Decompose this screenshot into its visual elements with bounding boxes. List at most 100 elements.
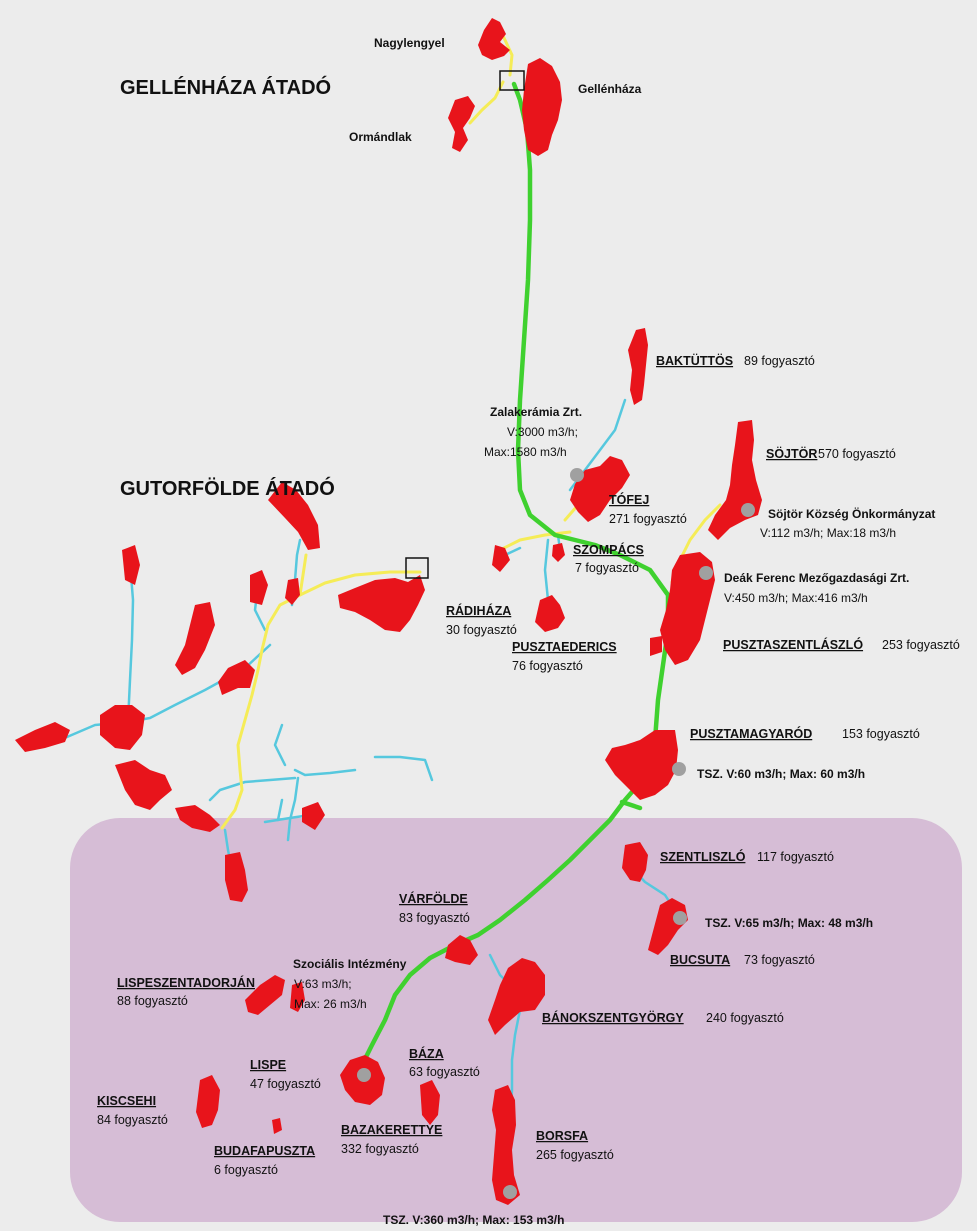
pipe-pusztaederics <box>543 538 550 602</box>
sojtor-count: 570 fogyasztó <box>818 447 896 461</box>
area-nagylengyel <box>478 18 510 60</box>
area-gutorfolde-d <box>175 602 215 675</box>
banokszentgyorgy-count: 240 fogyasztó <box>706 1011 784 1025</box>
area-gutorfolde-e <box>218 660 255 695</box>
area-gutorfolde-c <box>285 578 300 605</box>
bucsuta-name: BUCSUTA <box>670 953 730 967</box>
pipe-gutorfolde-north-branch <box>298 553 308 597</box>
borsfa-name: BORSFA <box>536 1129 588 1143</box>
area-radihaza <box>338 575 425 632</box>
pipe-baza <box>373 755 434 782</box>
feeder-pipelines <box>220 28 722 830</box>
area-szompacs <box>552 543 565 562</box>
szentliszlo-name: SZENTLISZLÓ <box>660 849 746 864</box>
baza-count: 63 fogyasztó <box>409 1065 480 1079</box>
nagylengyel-label: Nagylengyel <box>374 36 445 50</box>
consumer-points <box>357 468 755 1199</box>
gellenhaza-label: Gellénháza <box>578 82 642 96</box>
kiscsehi-count: 84 fogyasztó <box>97 1113 168 1127</box>
lispeszentadorjan-name: LISPESZENTADORJÁN <box>117 975 255 990</box>
sojtor-onkormanyzat-name: Söjtör Község Önkormányzat <box>768 506 935 521</box>
area-gutorfolde-h <box>115 760 172 810</box>
baza-name: BÁZA <box>409 1046 444 1061</box>
gellenhaza-title: GELLÉNHÁZA ÁTADÓ <box>120 75 331 99</box>
pipe-main-trunk <box>353 81 671 1083</box>
area-tofej <box>570 456 630 522</box>
point-deak-ferenc <box>699 566 713 580</box>
area-szentliszlo <box>622 842 648 882</box>
area-gutorfolde-i <box>175 805 220 832</box>
zalakeramia-name: Zalakerámia Zrt. <box>490 405 582 419</box>
szentliszlo-count: 117 fogyasztó <box>757 850 834 864</box>
borsfa-tsz-info: TSZ. V:360 m3/h; Max: 153 m3/h <box>383 1213 564 1227</box>
area-budafapuszta <box>272 1118 282 1134</box>
zalakeramia-line1: V:3000 m3/h; <box>507 425 578 439</box>
kiscsehi-name: KISCSEHI <box>97 1094 156 1108</box>
area-radihaza-w <box>492 545 510 572</box>
sojtor-name: SÖJTÖR <box>766 446 817 461</box>
varfolde-name: VÁRFÖLDE <box>399 891 468 906</box>
baktuttos-count: 89 fogyasztó <box>744 354 815 368</box>
point-borsfa-tsz <box>503 1185 517 1199</box>
lispe-name: LISPE <box>250 1058 286 1072</box>
area-gutorfolde-b <box>250 570 268 605</box>
pipe-main-szentliszlo <box>619 799 643 811</box>
pipe-gutorfolde-west-2 <box>126 573 135 724</box>
area-banokszentgyorgy <box>488 958 545 1035</box>
gutorfolde-transfer-box <box>405 557 429 579</box>
pipe-ormandlak-gellenhaza <box>468 80 505 125</box>
szocialis-line1: V:63 m3/h; <box>294 977 352 991</box>
pipe-gutorfolde-main <box>220 570 422 830</box>
main-pipelines <box>353 81 671 1083</box>
point-sojtor-onkormanyzat <box>741 503 755 517</box>
point-bazakerettye <box>357 1068 371 1082</box>
area-pusztaederics <box>535 595 565 632</box>
area-lispeszentadorjan <box>245 975 285 1015</box>
borsfa-count: 265 fogyasztó <box>536 1148 614 1162</box>
area-varfolde <box>445 935 478 965</box>
deak-ferenc-name: Deák Ferenc Mezőgazdasági Zrt. <box>724 571 909 585</box>
area-baza <box>420 1080 440 1125</box>
szompacs-name: SZOMPÁCS <box>573 542 644 557</box>
lispe-count: 47 fogyasztó <box>250 1077 321 1091</box>
bucsuta-count: 73 fogyasztó <box>744 953 815 967</box>
bazakerettye-count: 332 fogyasztó <box>341 1142 419 1156</box>
area-ormandlak <box>448 96 475 152</box>
budafapuszta-name: BUDAFAPUSZTA <box>214 1144 315 1158</box>
zalakeramia-line2: Max:1580 m3/h <box>484 445 567 459</box>
area-kiscsehi <box>196 1075 220 1128</box>
szocialis-name: Szociális Intézmény <box>293 957 407 971</box>
area-pusztaszentlaszlo <box>660 552 715 665</box>
pipe-lispe-south <box>286 776 300 842</box>
gellenhaza-transfer-box <box>499 70 525 91</box>
banokszentgyorgy-name: BÁNOKSZENTGYÖRGY <box>542 1010 684 1025</box>
pusztamagyarod-name: PUSZTAMAGYARÓD <box>690 726 812 741</box>
point-pusztamagyarod-tsz <box>672 762 686 776</box>
pipe-lispeszentadorjan <box>273 723 287 767</box>
tofej-count: 271 fogyasztó <box>609 512 687 526</box>
area-gutorfolde-k <box>225 852 248 902</box>
point-zalakeramia <box>570 468 584 482</box>
area-baktuttos <box>628 328 648 405</box>
deak-ferenc-line1: V:450 m3/h; Max:416 m3/h <box>724 591 868 605</box>
pusztaederics-name: PUSZTAEDERICS <box>512 640 617 654</box>
pusztaederics-count: 76 fogyasztó <box>512 659 583 673</box>
highlighted-region <box>70 818 962 1222</box>
szompacs-count: 7 fogyasztó <box>575 561 639 575</box>
varfolde-count: 83 fogyasztó <box>399 911 470 925</box>
pipe-pusztaederics-west <box>503 546 522 557</box>
bucsuta-tsz-info: TSZ. V:65 m3/h; Max: 48 m3/h <box>705 916 873 930</box>
area-gutorfolde-a <box>122 545 140 585</box>
pipe-kiscsehi <box>208 776 297 802</box>
area-sojtor <box>708 420 762 540</box>
area-lispeszentadorjan-e <box>290 982 305 1012</box>
area-gutorfolde-j <box>302 802 325 830</box>
bazakerettye-name: BAZAKERETTYE <box>341 1123 442 1137</box>
baktuttos-name: BAKTÜTTÖS <box>656 353 733 368</box>
szocialis-line2: Max: 26 m3/h <box>294 997 367 1011</box>
point-bucsuta-tsz <box>673 911 687 925</box>
settlement-areas <box>15 18 762 1205</box>
pipe-lispe <box>293 768 357 777</box>
area-gutorfolde-f <box>100 705 145 750</box>
